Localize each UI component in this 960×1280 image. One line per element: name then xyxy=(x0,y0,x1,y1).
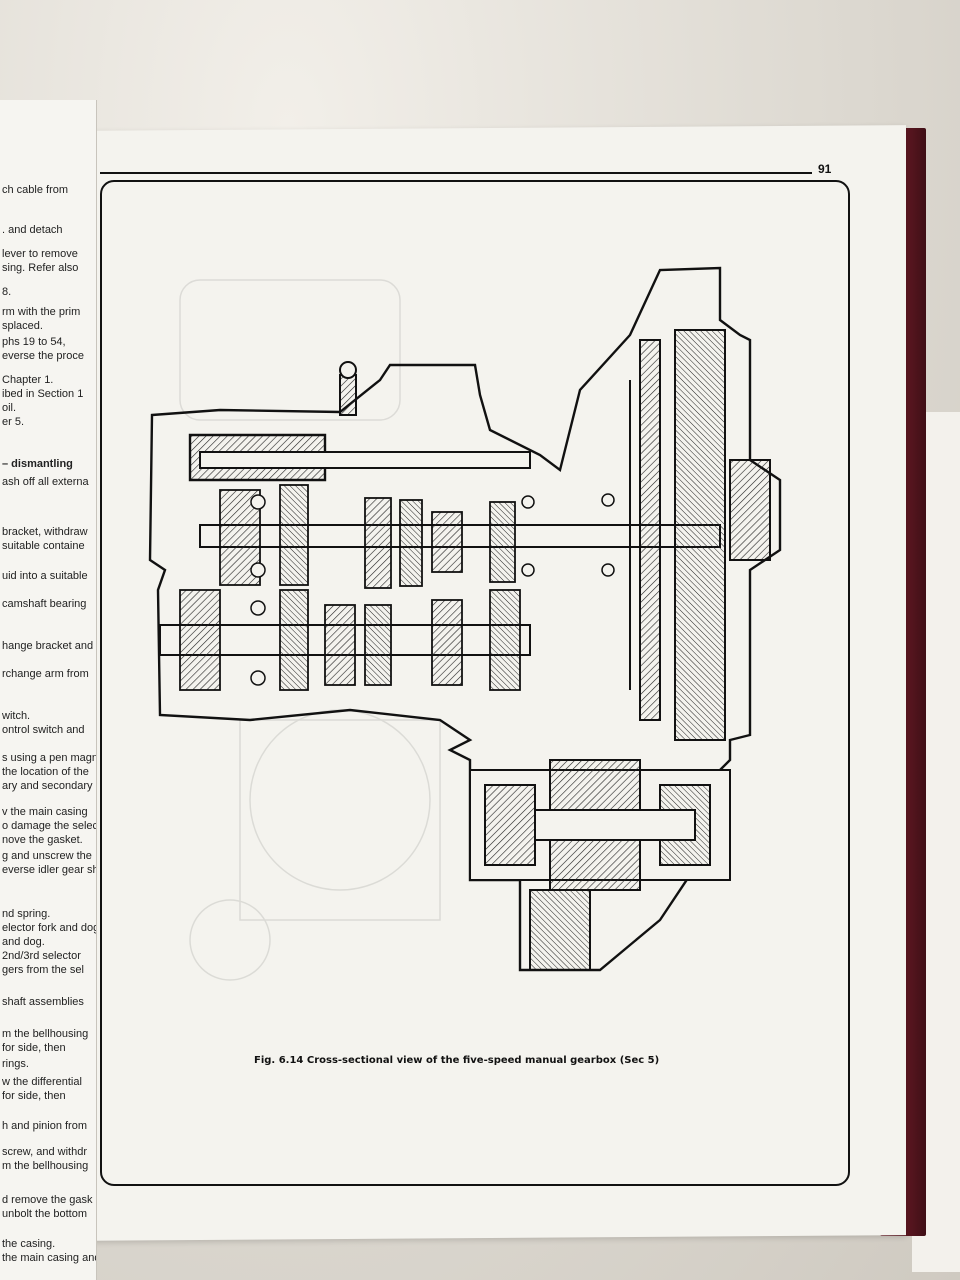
left-text-line: . and detach xyxy=(2,224,63,236)
page-number: 91 xyxy=(818,162,832,176)
left-text-line: s using a pen magne xyxy=(2,752,97,764)
left-text-line: the casing. xyxy=(2,1238,56,1250)
left-page: ch cable from . and detach lever to remo… xyxy=(0,100,97,1280)
left-text-line: witch. xyxy=(2,710,31,722)
left-text-line: splaced. xyxy=(2,320,43,332)
left-text-line: nove the gasket. xyxy=(2,834,83,846)
left-text-line: unbolt the bottom xyxy=(2,1208,88,1220)
left-text-line: ash off all externa xyxy=(2,476,89,488)
left-text-line: 8. xyxy=(2,286,12,298)
selector-rod xyxy=(199,451,531,469)
left-text-line: uid into a suitable xyxy=(2,570,88,582)
left-text-line: m the bellhousing xyxy=(2,1028,89,1040)
left-text-line: the location of the xyxy=(2,766,89,778)
left-text-line: shaft assemblies xyxy=(2,996,84,1008)
left-text-line: Chapter 1. xyxy=(2,374,54,386)
differential xyxy=(469,759,731,971)
left-text-line: ary and secondary xyxy=(2,780,93,792)
figure-frame xyxy=(100,180,850,1186)
left-text-line: g and unscrew the xyxy=(2,850,92,862)
left-text-line: ch cable from xyxy=(2,184,69,196)
left-text-line: for side, then xyxy=(2,1090,66,1102)
figure-caption: Fig. 6.14 Cross-sectional view of the fi… xyxy=(254,1055,660,1066)
left-text-line: rchange arm from xyxy=(2,668,89,680)
left-text-line: m the bellhousing xyxy=(2,1160,89,1172)
clutch-assembly xyxy=(629,329,771,741)
header-rule xyxy=(100,172,812,174)
left-text-line: o damage the select xyxy=(2,820,97,832)
left-text-line: ontrol switch and xyxy=(2,724,85,736)
left-text-line: ibed in Section 1 xyxy=(2,388,84,400)
left-section-heading: – dismantling xyxy=(2,458,73,470)
bearings xyxy=(250,493,615,686)
left-text-line: lever to remove xyxy=(2,248,78,260)
breather-fitting xyxy=(339,361,357,416)
primary-gears xyxy=(219,484,516,589)
left-text-line: for side, then xyxy=(2,1042,66,1054)
left-text-line: everse the proce xyxy=(2,350,84,362)
left-text-line: elector fork and dog xyxy=(2,922,97,934)
left-text-line: suitable containe xyxy=(2,540,85,552)
left-text-line: screw, and withdr xyxy=(2,1146,87,1158)
left-text-line: h and pinion from xyxy=(2,1120,87,1132)
left-text-line: bracket, withdraw xyxy=(2,526,88,538)
left-text-line: sing. Refer also xyxy=(2,262,79,274)
left-text-line: er 5. xyxy=(2,416,25,428)
left-text-line: the main casing and xyxy=(2,1252,97,1264)
left-text-line: 2nd/3rd selector xyxy=(2,950,81,962)
left-text-line: rm with the prim xyxy=(2,306,81,318)
left-text-line: gers from the sel xyxy=(2,964,84,976)
left-text-line: everse idler gear sh xyxy=(2,864,97,876)
left-text-line: and dog. xyxy=(2,936,45,948)
secondary-gears xyxy=(179,589,521,691)
left-text-line: nd spring. xyxy=(2,908,51,920)
left-text-line: w the differential xyxy=(2,1076,82,1088)
left-text-line: camshaft bearing xyxy=(2,598,87,610)
gearbox-cross-section-drawing xyxy=(148,266,782,981)
left-text-line: hange bracket and xyxy=(2,640,94,652)
left-text-line: oil. xyxy=(2,402,17,414)
left-text-line: v the main casing xyxy=(2,806,88,818)
left-text-line: phs 19 to 54, xyxy=(2,336,66,348)
left-text-line: rings. xyxy=(2,1058,29,1070)
left-text-line: d remove the gask xyxy=(2,1194,93,1206)
